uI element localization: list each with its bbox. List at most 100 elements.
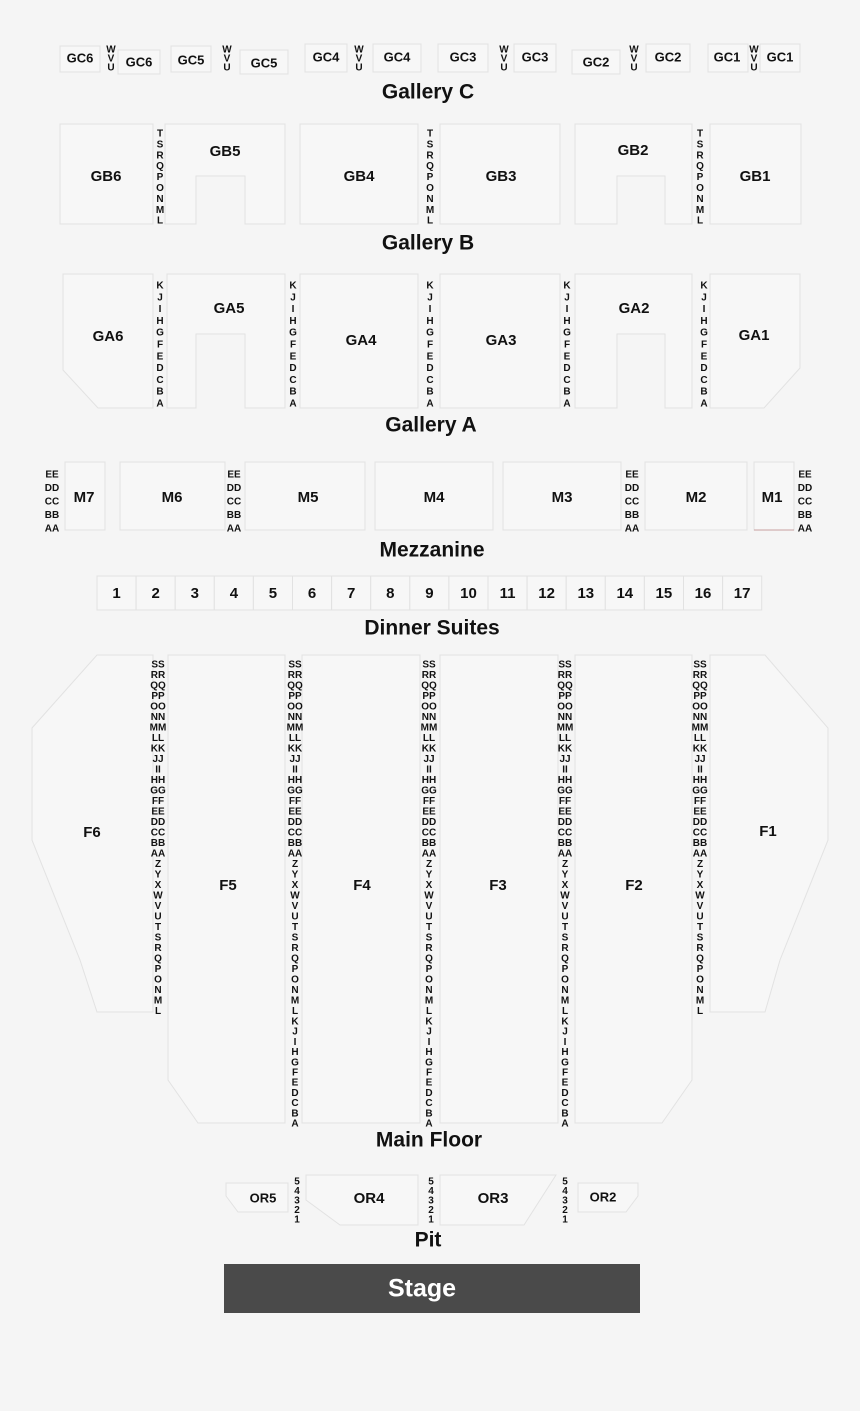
row-label: A — [156, 399, 163, 410]
section-gb3[interactable] — [439, 123, 561, 225]
section-gb4[interactable] — [299, 123, 419, 225]
stage-block — [224, 1264, 640, 1313]
section-f1[interactable] — [709, 654, 829, 1013]
row-label: 5 — [428, 1177, 434, 1188]
row-label: U — [561, 912, 568, 923]
row-label: F — [562, 1068, 568, 1079]
section-m1[interactable] — [753, 461, 795, 531]
heading-pit: Pit — [415, 1229, 442, 1252]
dinner-suite-4[interactable] — [213, 575, 254, 611]
dinner-suite-10[interactable] — [448, 575, 489, 611]
section-ga6[interactable] — [62, 273, 154, 409]
row-label: KK — [422, 744, 437, 755]
row-label: FF — [423, 796, 435, 807]
row-label: BB — [693, 838, 707, 849]
row-label: V — [108, 54, 115, 65]
row-label: E — [564, 351, 571, 362]
dinner-suite-12[interactable] — [526, 575, 567, 611]
dinner-suite-14[interactable] — [604, 575, 645, 611]
section-m6[interactable] — [119, 461, 226, 531]
section-f3[interactable] — [439, 654, 559, 1124]
row-label: T — [292, 922, 298, 933]
dinner-suite-15[interactable] — [643, 575, 685, 611]
row-label: NN — [288, 712, 302, 723]
section-gb6[interactable] — [59, 123, 154, 225]
row-label: JJ — [289, 754, 300, 765]
section-or3[interactable] — [439, 1174, 557, 1226]
section-gc2-left[interactable] — [571, 49, 621, 75]
row-label: H — [561, 1047, 568, 1058]
section-gc5-left[interactable] — [170, 45, 212, 73]
row-label: Q — [156, 161, 164, 172]
dinner-suite-2[interactable] — [135, 575, 176, 611]
section-gc4-right[interactable] — [372, 43, 422, 73]
section-gc5-right[interactable] — [239, 49, 289, 75]
dinner-suite-17[interactable] — [722, 575, 763, 611]
section-f4[interactable] — [301, 654, 421, 1124]
section-f6[interactable] — [31, 654, 154, 1013]
row-label: SS — [693, 660, 707, 671]
section-f5[interactable] — [167, 654, 286, 1124]
row-label: J — [426, 1027, 432, 1038]
dinner-suite-1[interactable] — [96, 575, 137, 611]
row-label: W — [695, 891, 705, 902]
row-label: J — [157, 292, 163, 303]
section-ga3[interactable] — [439, 273, 561, 409]
gallery-c: GC6 GC6 GC5 GC5 GC4 GC4 GC3 GC3 GC2 GC2 … — [59, 43, 801, 104]
section-gb1[interactable] — [709, 123, 802, 225]
dinner-suite-11[interactable] — [487, 575, 528, 611]
section-m7[interactable] — [64, 461, 106, 531]
section-or4[interactable] — [305, 1174, 419, 1226]
section-or2[interactable] — [577, 1182, 639, 1213]
row-label: P — [155, 964, 162, 975]
row-label: U — [696, 912, 703, 923]
row-label: V — [501, 54, 508, 65]
section-ga2[interactable] — [574, 273, 693, 409]
row-label: SS — [558, 660, 572, 671]
section-gb5[interactable] — [164, 123, 286, 225]
section-ga4[interactable] — [299, 273, 419, 409]
row-label: K — [289, 281, 297, 292]
dinner-suite-16[interactable] — [683, 575, 724, 611]
row-label: Q — [426, 161, 434, 172]
dinner-suite-7[interactable] — [331, 575, 372, 611]
section-gc1-left[interactable] — [707, 43, 749, 73]
section-f2[interactable] — [574, 654, 693, 1124]
row-label: LL — [152, 733, 164, 744]
dinner-suite-3[interactable] — [174, 575, 215, 611]
section-ga5[interactable] — [166, 273, 286, 409]
dinner-suite-5[interactable] — [252, 575, 293, 611]
section-gc4-left[interactable] — [304, 43, 348, 73]
section-gc1-right[interactable] — [759, 43, 801, 73]
heading-main-floor: Main Floor — [376, 1129, 482, 1152]
row-label: EE — [558, 807, 572, 818]
section-gb2[interactable] — [574, 123, 693, 225]
row-label: U — [291, 912, 298, 923]
section-m5[interactable] — [244, 461, 366, 531]
section-gc3-left[interactable] — [437, 43, 489, 73]
section-ga1[interactable] — [709, 273, 801, 409]
section-gc6-left[interactable] — [59, 45, 101, 73]
dinner-suite-label: 2 — [152, 585, 160, 602]
row-label: NN — [693, 712, 707, 723]
dinner-suite-6[interactable] — [292, 575, 333, 611]
row-label: EE — [151, 807, 165, 818]
row-label: DD — [625, 483, 639, 494]
row-label: QQ — [692, 681, 708, 692]
section-or5[interactable] — [225, 1182, 289, 1213]
row-label: GG — [287, 786, 303, 797]
row-label: AA — [45, 524, 59, 535]
section-gc2-right[interactable] — [645, 43, 691, 73]
dinner-suite-9[interactable] — [409, 575, 450, 611]
section-m3[interactable] — [502, 461, 622, 531]
section-gc3-right[interactable] — [513, 43, 557, 73]
section-gc6-right[interactable] — [117, 49, 161, 75]
section-m4[interactable] — [374, 461, 494, 531]
row-label: NN — [422, 712, 436, 723]
row-label: PP — [151, 691, 165, 702]
section-m2[interactable] — [644, 461, 748, 531]
row-label: P — [427, 172, 434, 183]
